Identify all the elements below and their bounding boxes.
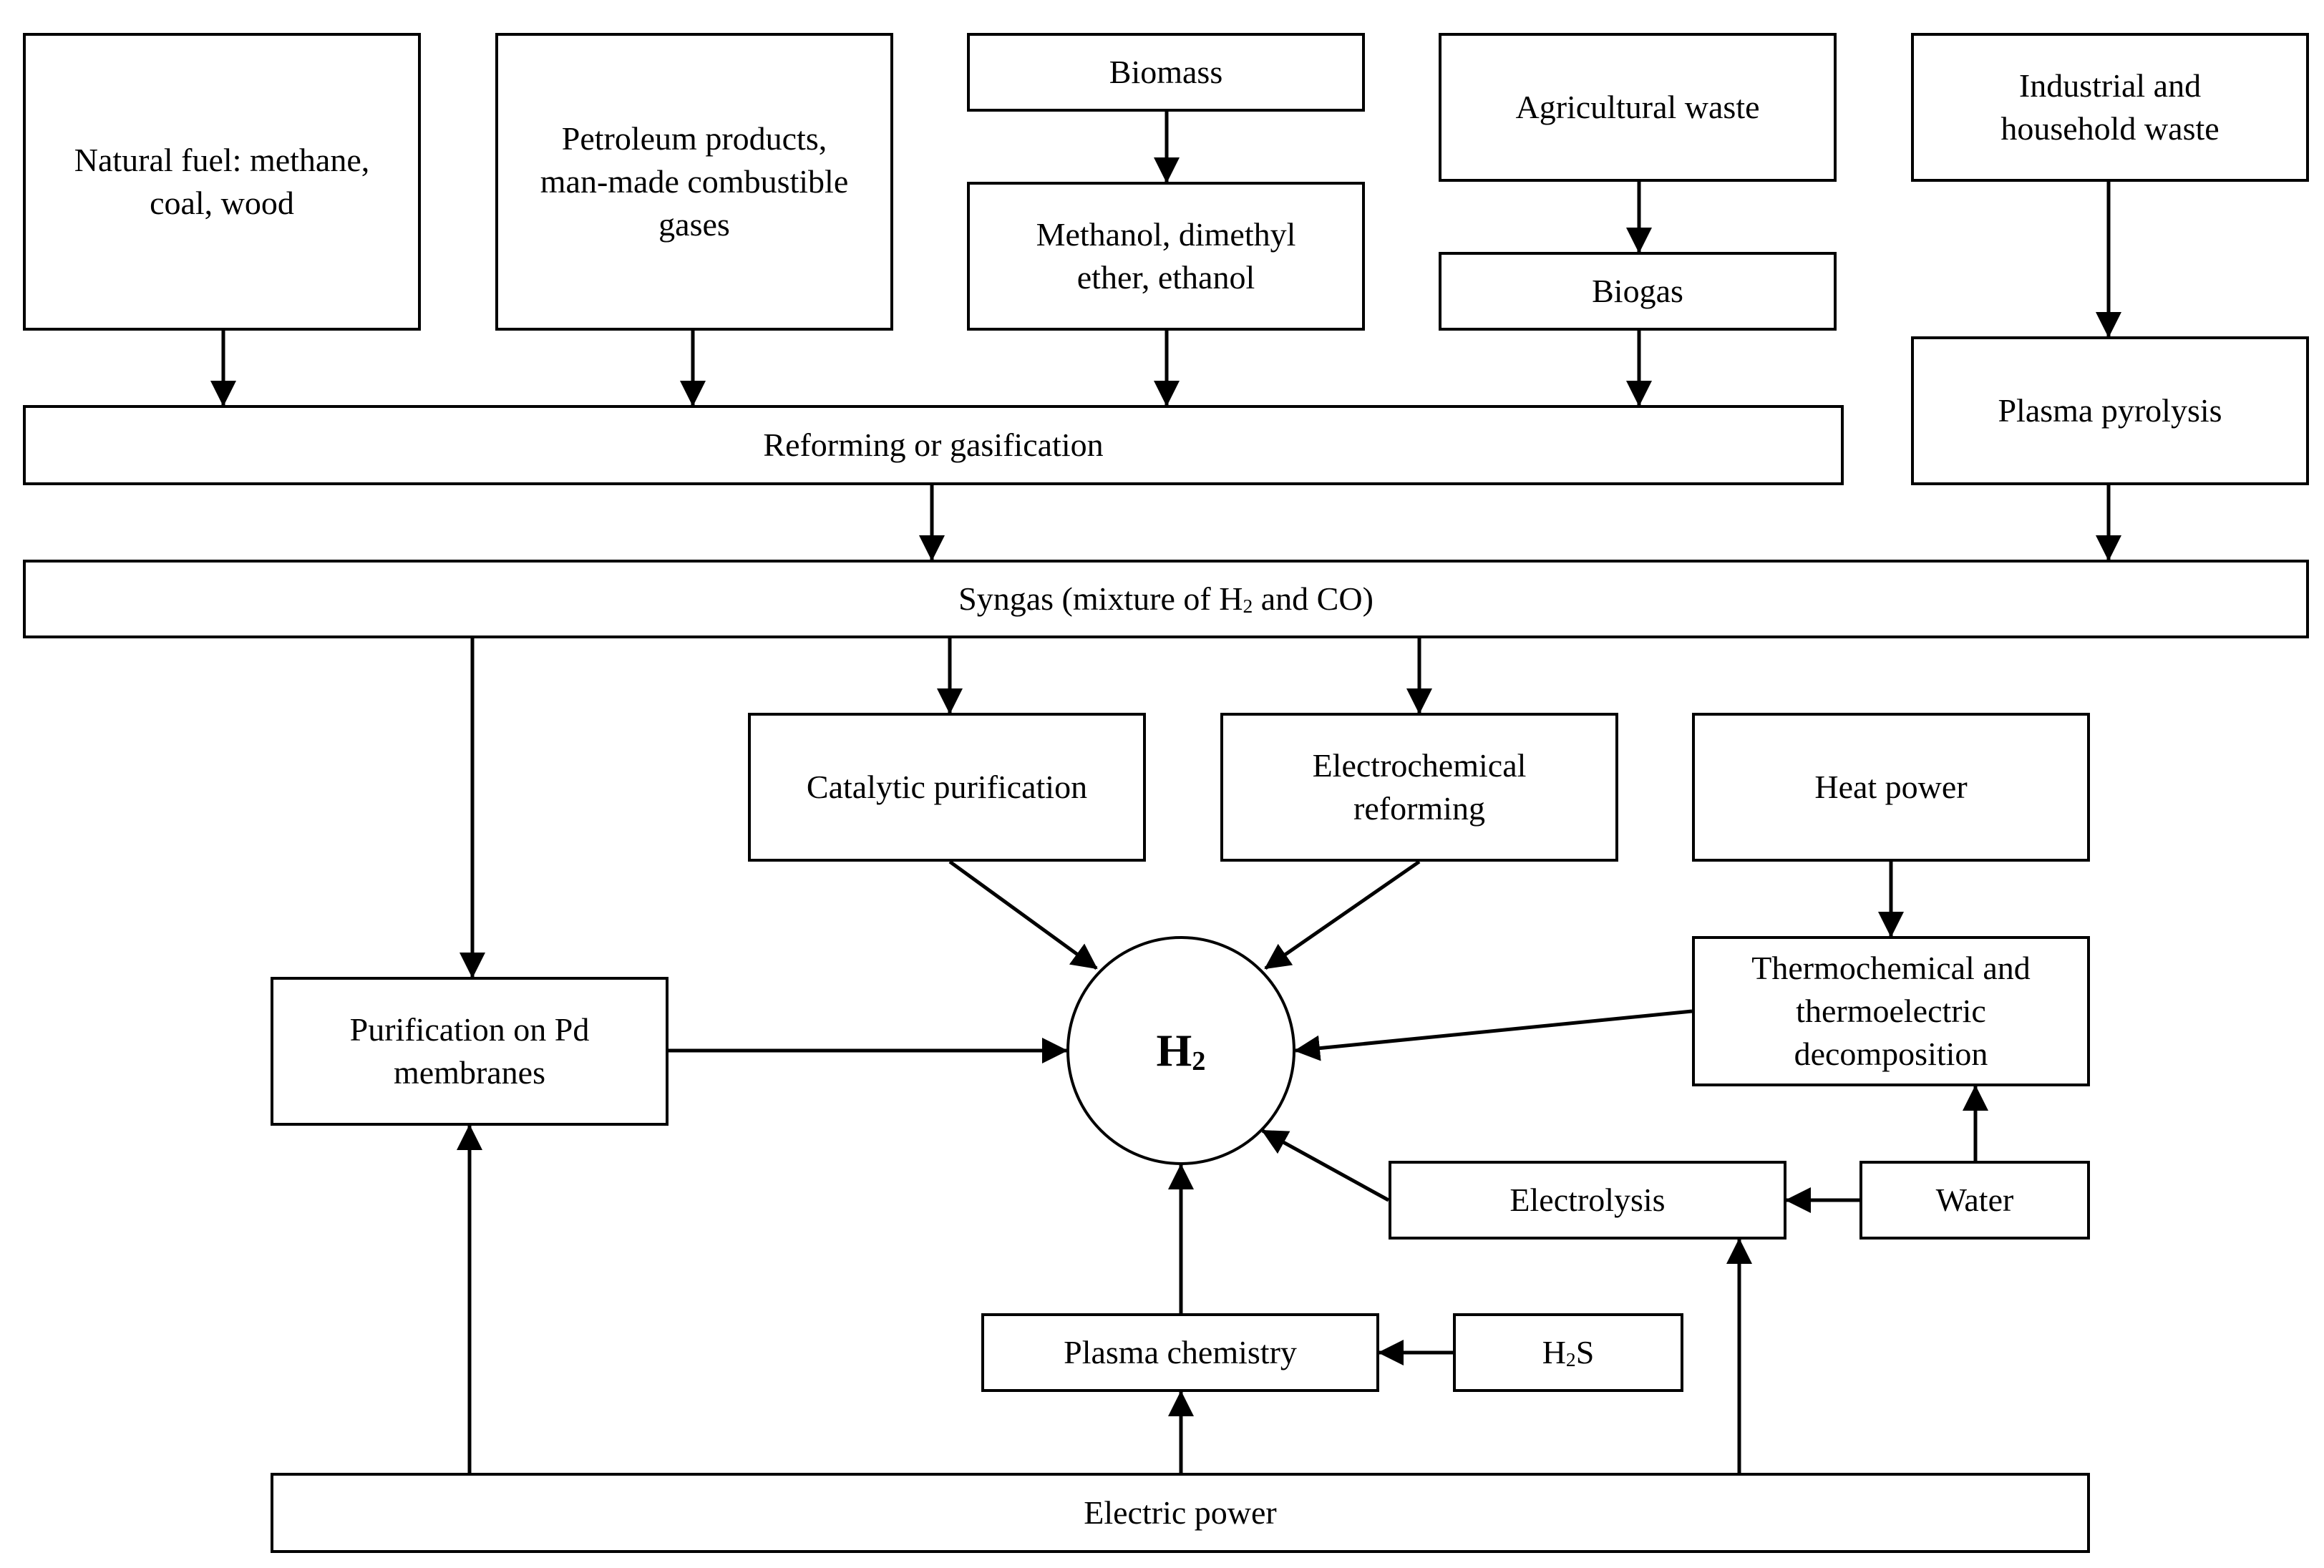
plasma-pyrolysis-box: Plasma pyrolysis xyxy=(1911,336,2309,485)
syngas-box: Syngas (mixture of H2 and CO) xyxy=(23,560,2309,638)
heat-power-box: Heat power xyxy=(1692,713,2090,862)
arrow-catalytic-to-h2 xyxy=(948,860,1098,970)
arrow-thermochemical-to-h2 xyxy=(1294,1009,1693,1061)
catalytic-purification-box: Catalytic purification xyxy=(748,713,1146,862)
natural-fuel-box: Natural fuel: methane, coal, wood xyxy=(23,33,421,331)
electrochemical-reforming-box: Electrochemical reforming xyxy=(1220,713,1618,862)
biogas-box: Biogas xyxy=(1439,252,1837,331)
industrial-waste-box: Industrial and household waste xyxy=(1911,33,2309,182)
reforming-gasification-box: Reforming or gasification xyxy=(23,405,1844,485)
h2-label: H2 xyxy=(1156,1025,1206,1077)
petroleum-products-box: Petroleum products, man-made combustible… xyxy=(495,33,893,331)
arrow-electrolysis-to-h2 xyxy=(1261,1129,1390,1202)
biomass-box: Biomass xyxy=(967,33,1365,112)
agricultural-waste-box: Agricultural waste xyxy=(1439,33,1837,182)
electric-power-box: Electric power xyxy=(271,1473,2090,1553)
h2-node: H2 xyxy=(1066,936,1295,1165)
h2s-label: H2S xyxy=(1542,1334,1595,1371)
thermochemical-decomposition-box: Thermochemical and thermoelectric decomp… xyxy=(1692,936,2090,1086)
electrolysis-box: Electrolysis xyxy=(1389,1161,1786,1240)
methanol-box: Methanol, dimethyl ether, ethanol xyxy=(967,182,1365,331)
h2s-box: H2S xyxy=(1453,1313,1683,1392)
syngas-label: Syngas (mixture of H2 and CO) xyxy=(958,580,1374,618)
water-box: Water xyxy=(1859,1161,2090,1240)
arrow-electrochemical-to-h2 xyxy=(1264,860,1421,970)
